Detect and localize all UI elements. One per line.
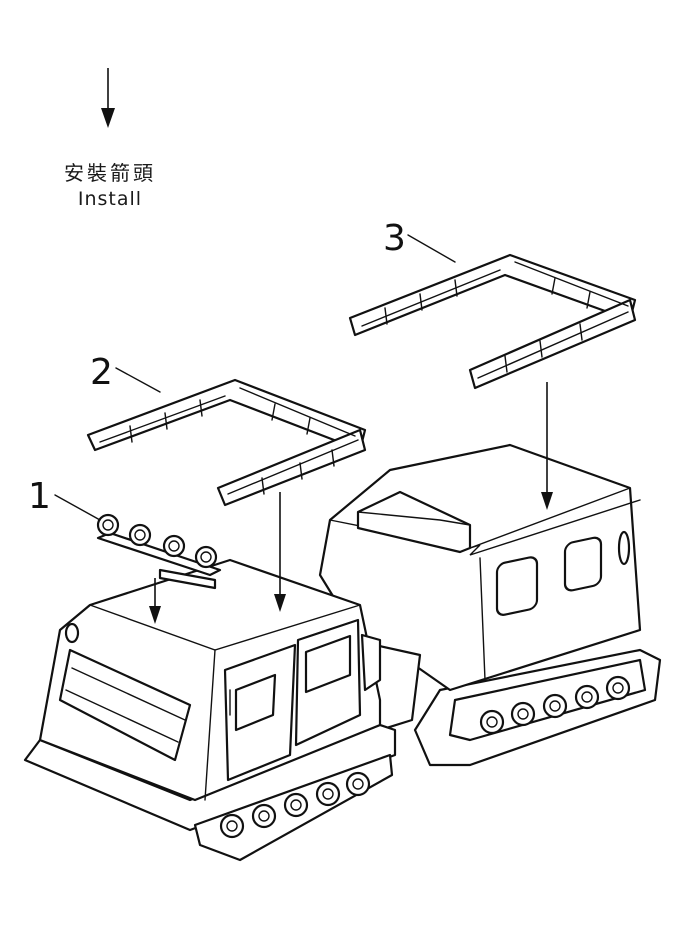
callout-3: 3	[383, 218, 456, 263]
install-arrow-part-2-icon	[274, 492, 286, 612]
install-arrow-part-1-icon	[149, 578, 161, 624]
legend-arrow-icon	[101, 68, 115, 128]
callout-2: 2	[90, 352, 161, 393]
install-legend-label-cn: 安裝箭頭	[64, 161, 156, 185]
callout-1-label: 1	[28, 476, 51, 517]
part-3-roof-rack	[348, 253, 637, 390]
part-1-light-bar	[96, 513, 222, 590]
install-arrow-part-3-icon	[541, 382, 553, 510]
callout-1: 1	[28, 476, 101, 521]
front-car-body	[23, 558, 397, 862]
callout-3-label: 3	[383, 218, 406, 259]
rear-car-body	[318, 443, 662, 767]
part-2-roof-rack	[86, 378, 367, 507]
callout-2-label: 2	[90, 352, 113, 393]
front-track-wheels	[219, 771, 371, 839]
rear-track-wheels	[479, 675, 631, 735]
install-legend-label-en: Install	[77, 188, 143, 210]
